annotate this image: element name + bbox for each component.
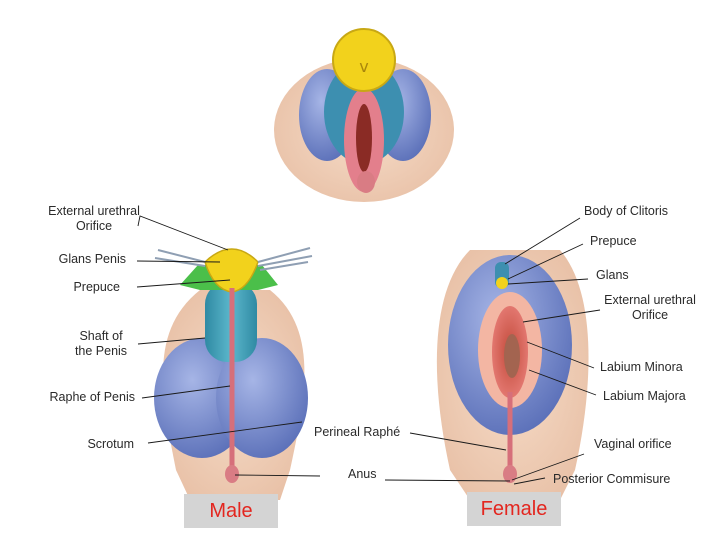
- leader-raphe: [141, 385, 231, 399]
- leader-glans-female: [507, 278, 589, 285]
- male-retractor-right: [257, 247, 313, 271]
- label-vaginal-orifice: Vaginal orifice: [594, 437, 672, 451]
- label-prepuce-female: Prepuce: [590, 234, 637, 248]
- label-anus: Anus: [348, 467, 377, 481]
- label-labium-minora: Labium Minora: [600, 360, 683, 374]
- top-figure: v: [274, 28, 454, 202]
- leader-lines: [136, 215, 601, 485]
- leader-glans-penis: [136, 260, 221, 263]
- leader-shaft: [137, 337, 206, 345]
- top-anus: [357, 171, 375, 193]
- label-perineal-raphe: Perineal Raphé: [314, 425, 401, 439]
- male-figure: [154, 247, 313, 500]
- label-prepuce-male: Prepuce: [73, 280, 120, 294]
- leader-external-urethral-orifice-male: [137, 215, 229, 251]
- leader-body-of-clitoris: [504, 217, 581, 265]
- female-anus: [503, 465, 517, 483]
- female-glans: [496, 277, 508, 289]
- label-shaft: Shaft of the Penis: [74, 329, 128, 358]
- label-labium-majora: Labium Majora: [603, 389, 686, 403]
- leader-labium-majora: [528, 369, 597, 396]
- leader-posterior-commisure: [513, 477, 546, 485]
- female-vaginal-orifice: [504, 334, 520, 378]
- female-figure: [436, 250, 589, 500]
- label-scrotum: Scrotum: [87, 437, 134, 451]
- top-glans-mark: v: [359, 57, 368, 76]
- label-external-urethral-orifice-female: External urethral Orifice: [604, 293, 696, 322]
- leader-labium-minora: [526, 341, 595, 369]
- male-retractor-left: [154, 249, 206, 267]
- leader-external-urethral-orifice-female: [522, 309, 601, 323]
- label-glans-female: Glans: [596, 268, 629, 282]
- top-glans: [332, 28, 396, 92]
- male-anus: [225, 465, 239, 483]
- label-glans-penis: Glans Penis: [58, 252, 126, 266]
- leader-male-anus: [234, 474, 321, 477]
- label-body-of-clitoris: Body of Clitoris: [584, 204, 669, 218]
- leader-vaginal-orifice: [511, 453, 585, 481]
- top-inner: [356, 104, 372, 172]
- caption-female: Female: [467, 492, 561, 526]
- caption-male: Male: [184, 494, 278, 528]
- leader-prepuce-male: [136, 279, 231, 288]
- leader-scrotum: [147, 421, 303, 444]
- label-raphe: Raphe of Penis: [49, 390, 135, 404]
- leader-perineal-raphe: [409, 432, 507, 451]
- leader-anus: [384, 479, 511, 482]
- label-external-urethral-orifice-male: External urethral Orifice: [48, 204, 140, 233]
- male-scrotum-right: [216, 338, 308, 458]
- leader-prepuce-female: [507, 243, 584, 280]
- label-posterior-commisure: Posterior Commisure: [553, 472, 671, 486]
